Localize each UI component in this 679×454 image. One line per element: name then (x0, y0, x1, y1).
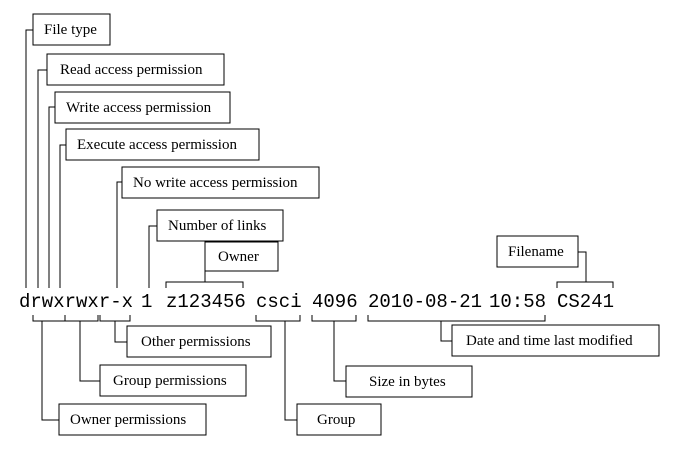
file-size: 4096 (312, 291, 358, 313)
svg-text:Number of links: Number of links (168, 218, 266, 234)
label-other-permissions: Other permissions (126, 325, 272, 358)
svg-text:Read access permission: Read access permission (60, 62, 203, 78)
group-perm-bracket (64, 315, 99, 322)
label-size-in-bytes: Size in bytes (345, 365, 473, 398)
label-date-time-modified: Date and time last modified (451, 324, 660, 357)
label-filename: Filename (496, 235, 579, 268)
datetime-bracket (367, 315, 546, 322)
svg-text:Write access permission: Write access permission (66, 100, 212, 116)
svg-text:Other permissions: Other permissions (141, 334, 251, 350)
size-bracket (311, 315, 357, 322)
upper-leaders (25, 29, 157, 288)
label-owner: Owner (204, 241, 279, 272)
datetime-leader (440, 321, 452, 342)
svg-text:Group permissions: Group permissions (113, 373, 227, 389)
owner-bracket (165, 281, 244, 288)
label-write-access: Write access permission (54, 91, 231, 124)
svg-text:No write access permission: No write access permission (133, 175, 298, 191)
group-leader (284, 321, 297, 421)
file-name: CS241 (557, 291, 614, 313)
svg-text:Size in bytes: Size in bytes (369, 374, 446, 390)
label-no-write-access: No write access permission (121, 166, 320, 199)
label-execute-access: Execute access permission (65, 128, 260, 161)
svg-text:Group: Group (317, 412, 355, 428)
svg-text:Filename: Filename (508, 244, 564, 260)
label-owner-permissions: Owner permissions (58, 403, 207, 436)
link-count: 1 (141, 291, 152, 313)
owner-perm-bracket (32, 315, 66, 322)
svg-text:File type: File type (44, 22, 97, 38)
owner-name: z123456 (166, 291, 246, 313)
label-read-access: Read access permission (46, 53, 225, 86)
svg-text:Owner permissions: Owner permissions (70, 412, 186, 428)
modified-date: 2010-08-21 (368, 291, 482, 313)
size-leader (333, 321, 346, 382)
label-group-permissions: Group permissions (99, 364, 247, 397)
label-group: Group (296, 403, 382, 436)
other-perm-leader (114, 321, 127, 343)
svg-text:Owner: Owner (218, 249, 259, 265)
filename-bracket (556, 281, 614, 288)
label-number-of-links: Number of links (156, 209, 284, 242)
other-perm-bracket (99, 315, 131, 322)
svg-text:Date and time last modified: Date and time last modified (466, 333, 633, 349)
owner-perm-leader (41, 321, 59, 421)
permission-string: drwxrwxr-x (19, 291, 133, 313)
label-file-type: File type (32, 13, 111, 46)
svg-text:Execute access permission: Execute access permission (77, 137, 237, 153)
filename-leader (578, 251, 587, 282)
group-bracket (255, 315, 301, 322)
group-perm-leader (79, 321, 100, 382)
group-name: csci (256, 291, 302, 313)
modified-time: 10:58 (489, 291, 546, 313)
